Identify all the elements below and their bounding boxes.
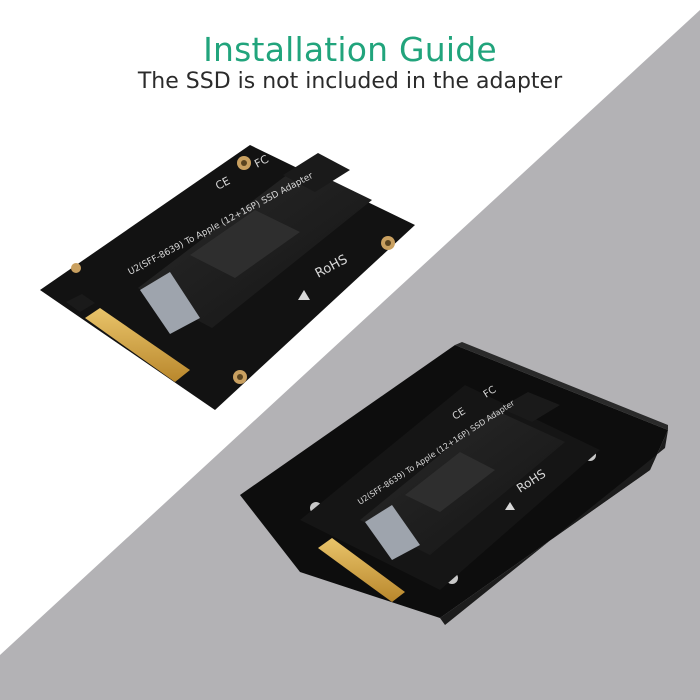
- warning-icon: [298, 290, 310, 300]
- ssd-socket: [140, 272, 200, 334]
- adapter-in-bracket: U2(SFF-8639) To Apple (12+16P) SSD Adapt…: [240, 342, 668, 625]
- sata-connector-bottom: [318, 538, 405, 602]
- adapter-board-top: U2(SFF-8639) To Apple (12+16P) SSD Adapt…: [40, 145, 415, 410]
- ce-mark: CE: [213, 174, 232, 192]
- sata-connector-top: [85, 308, 190, 382]
- warning-icon: [505, 502, 515, 510]
- mount-hole-icon: [71, 263, 81, 273]
- page-title: Installation Guide: [203, 30, 497, 69]
- fc-mark: FC: [252, 152, 271, 170]
- page-subtitle: The SSD is not included in the adapter: [137, 69, 563, 94]
- ssd-socket: [365, 505, 420, 560]
